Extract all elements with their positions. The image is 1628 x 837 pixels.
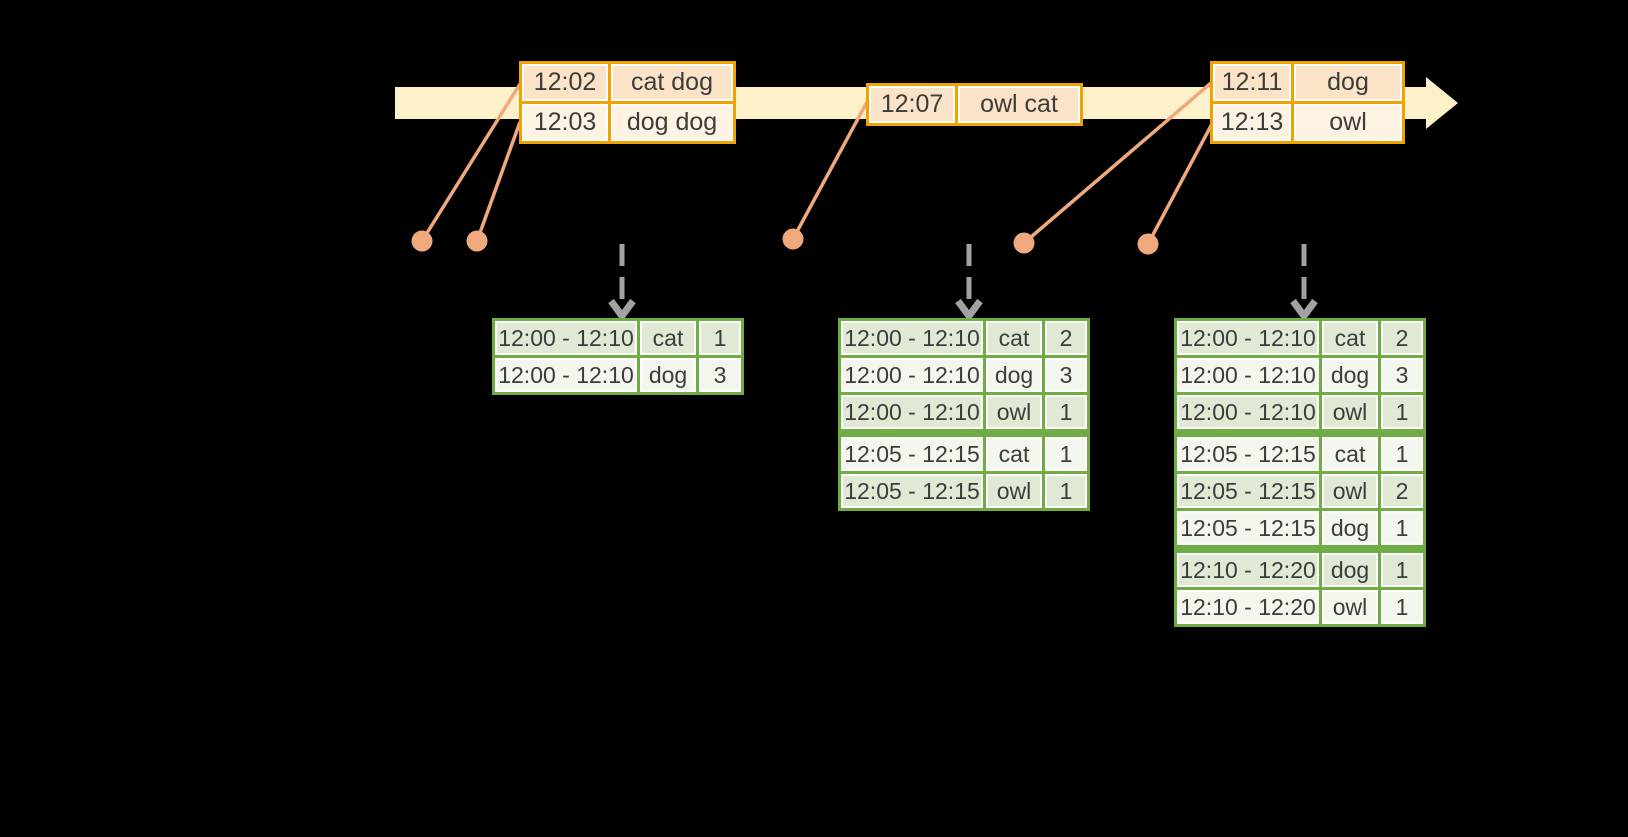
event-table-3: 12:11 dog 12:13 owl xyxy=(1210,61,1405,144)
event-row: 12:07 owl cat xyxy=(866,83,1083,126)
result-row: 12:05 - 12:15 cat 1 xyxy=(838,429,1090,474)
word-cell: owl xyxy=(1319,471,1381,511)
event-marker-dot xyxy=(411,230,433,252)
event-time-cell: 12:02 xyxy=(519,61,611,104)
window-cell: 12:05 - 12:15 xyxy=(838,471,986,511)
event-time-cell: 12:11 xyxy=(1210,61,1294,104)
result-table-1: 12:00 - 12:10 cat 1 12:00 - 12:10 dog 3 xyxy=(492,318,744,395)
word-cell: cat xyxy=(983,318,1045,358)
event-words-cell: owl xyxy=(1291,101,1405,144)
result-row: 12:05 - 12:15 owl 2 xyxy=(1174,471,1426,511)
word-cell: cat xyxy=(1319,318,1381,358)
event-connector-line xyxy=(791,101,869,240)
count-cell: 3 xyxy=(1378,355,1426,395)
event-marker-dot xyxy=(1013,232,1035,254)
window-cell: 12:00 - 12:10 xyxy=(838,392,986,435)
word-cell: cat xyxy=(983,429,1045,474)
window-cell: 12:10 - 12:20 xyxy=(1174,545,1322,590)
word-cell: owl xyxy=(983,471,1045,511)
count-cell: 2 xyxy=(1378,471,1426,511)
event-connector-line xyxy=(1146,121,1215,245)
event-row: 12:11 dog xyxy=(1210,61,1405,104)
window-cell: 12:00 - 12:10 xyxy=(1174,392,1322,435)
event-words-cell: dog xyxy=(1291,61,1405,104)
window-cell: 12:05 - 12:15 xyxy=(838,429,986,474)
count-cell: 1 xyxy=(1378,587,1426,627)
window-cell: 12:05 - 12:15 xyxy=(1174,508,1322,551)
window-cell: 12:10 - 12:20 xyxy=(1174,587,1322,627)
count-cell: 1 xyxy=(696,318,744,358)
event-time-cell: 12:03 xyxy=(519,101,611,144)
timeline-arrowhead-icon xyxy=(1426,77,1458,129)
trigger-arrow-icon xyxy=(1290,244,1318,322)
event-time-cell: 12:07 xyxy=(866,83,958,126)
count-cell: 1 xyxy=(1378,545,1426,590)
result-row: 12:10 - 12:20 dog 1 xyxy=(1174,545,1426,590)
window-cell: 12:00 - 12:10 xyxy=(838,355,986,395)
word-cell: owl xyxy=(983,392,1045,435)
result-row: 12:00 - 12:10 owl 1 xyxy=(1174,392,1426,435)
event-row: 12:03 dog dog xyxy=(519,101,736,144)
word-cell: owl xyxy=(1319,587,1381,627)
result-table-3: 12:00 - 12:10 cat 2 12:00 - 12:10 dog 3 … xyxy=(1174,318,1426,627)
word-cell: cat xyxy=(637,318,699,358)
word-cell: dog xyxy=(983,355,1045,395)
result-row: 12:05 - 12:15 cat 1 xyxy=(1174,429,1426,474)
event-time-cell: 12:13 xyxy=(1210,101,1294,144)
window-cell: 12:00 - 12:10 xyxy=(492,355,640,395)
event-words-cell: cat dog xyxy=(608,61,736,104)
event-words-cell: dog dog xyxy=(608,101,736,144)
word-cell: dog xyxy=(1319,508,1381,551)
count-cell: 1 xyxy=(1378,429,1426,474)
window-cell: 12:00 - 12:10 xyxy=(838,318,986,358)
result-row: 12:00 - 12:10 cat 1 xyxy=(492,318,744,358)
event-table-2: 12:07 owl cat xyxy=(866,83,1083,126)
window-cell: 12:05 - 12:15 xyxy=(1174,471,1322,511)
window-cell: 12:00 - 12:10 xyxy=(492,318,640,358)
trigger-arrow-icon xyxy=(955,244,983,322)
window-cell: 12:00 - 12:10 xyxy=(1174,355,1322,395)
count-cell: 1 xyxy=(1042,392,1090,435)
window-cell: 12:00 - 12:10 xyxy=(1174,318,1322,358)
word-cell: dog xyxy=(1319,355,1381,395)
event-row: 12:02 cat dog xyxy=(519,61,736,104)
count-cell: 1 xyxy=(1042,471,1090,511)
trigger-arrow-icon xyxy=(608,244,636,322)
result-row: 12:00 - 12:10 dog 3 xyxy=(492,355,744,395)
event-connector-line xyxy=(420,83,522,242)
result-row: 12:00 - 12:10 owl 1 xyxy=(838,392,1090,435)
count-cell: 1 xyxy=(1378,508,1426,551)
word-cell: dog xyxy=(637,355,699,395)
result-row: 12:05 - 12:15 owl 1 xyxy=(838,471,1090,511)
event-connector-line xyxy=(1022,81,1213,245)
result-row: 12:00 - 12:10 dog 3 xyxy=(838,355,1090,395)
word-cell: dog xyxy=(1319,545,1381,590)
result-table-2: 12:00 - 12:10 cat 2 12:00 - 12:10 dog 3 … xyxy=(838,318,1090,511)
result-row: 12:00 - 12:10 cat 2 xyxy=(838,318,1090,358)
result-row: 12:05 - 12:15 dog 1 xyxy=(1174,508,1426,551)
window-cell: 12:05 - 12:15 xyxy=(1174,429,1322,474)
result-row: 12:00 - 12:10 cat 2 xyxy=(1174,318,1426,358)
count-cell: 2 xyxy=(1378,318,1426,358)
count-cell: 1 xyxy=(1042,429,1090,474)
event-row: 12:13 owl xyxy=(1210,101,1405,144)
word-cell: cat xyxy=(1319,429,1381,474)
event-marker-dot xyxy=(782,228,804,250)
event-words-cell: owl cat xyxy=(955,83,1083,126)
event-marker-dot xyxy=(466,230,488,252)
count-cell: 3 xyxy=(1042,355,1090,395)
word-cell: owl xyxy=(1319,392,1381,435)
event-table-1: 12:02 cat dog 12:03 dog dog xyxy=(519,61,736,144)
result-row: 12:00 - 12:10 dog 3 xyxy=(1174,355,1426,395)
event-connector-line xyxy=(475,121,522,242)
count-cell: 2 xyxy=(1042,318,1090,358)
count-cell: 1 xyxy=(1378,392,1426,435)
event-marker-dot xyxy=(1137,233,1159,255)
count-cell: 3 xyxy=(696,355,744,395)
result-row: 12:10 - 12:20 owl 1 xyxy=(1174,587,1426,627)
